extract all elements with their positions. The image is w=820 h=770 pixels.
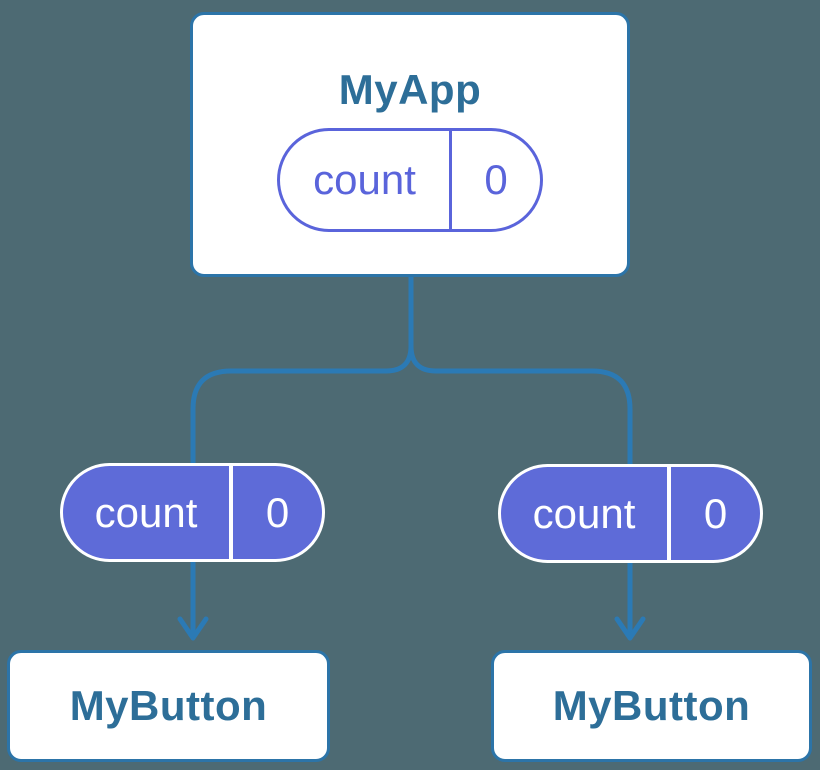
node-myapp: MyApp count 0	[190, 12, 630, 277]
pill-divider	[667, 467, 671, 560]
node-mybutton-left: MyButton	[7, 650, 330, 762]
state-name: count	[94, 488, 198, 536]
state-value: 0	[265, 488, 290, 536]
state-pill-root: count 0	[277, 128, 543, 232]
branch-right	[408, 343, 633, 468]
node-mybutton-right-title: MyButton	[552, 682, 751, 729]
state-pill-child-right: count 0	[498, 464, 763, 563]
state-value: 0	[703, 489, 728, 537]
state-name: count	[532, 489, 636, 537]
state-name: count	[313, 156, 416, 203]
arrow-head-left	[177, 616, 209, 641]
node-myapp-title: MyApp	[338, 66, 482, 113]
pill-divider	[449, 131, 452, 229]
branch-left	[190, 343, 414, 468]
node-mybutton-right: MyButton	[491, 650, 812, 762]
state-pill-child-left: count 0	[60, 463, 325, 562]
state-value: 0	[484, 156, 508, 203]
pill-divider	[229, 466, 233, 559]
node-mybutton-left-title: MyButton	[69, 682, 268, 729]
arrow-head-right	[614, 616, 646, 641]
